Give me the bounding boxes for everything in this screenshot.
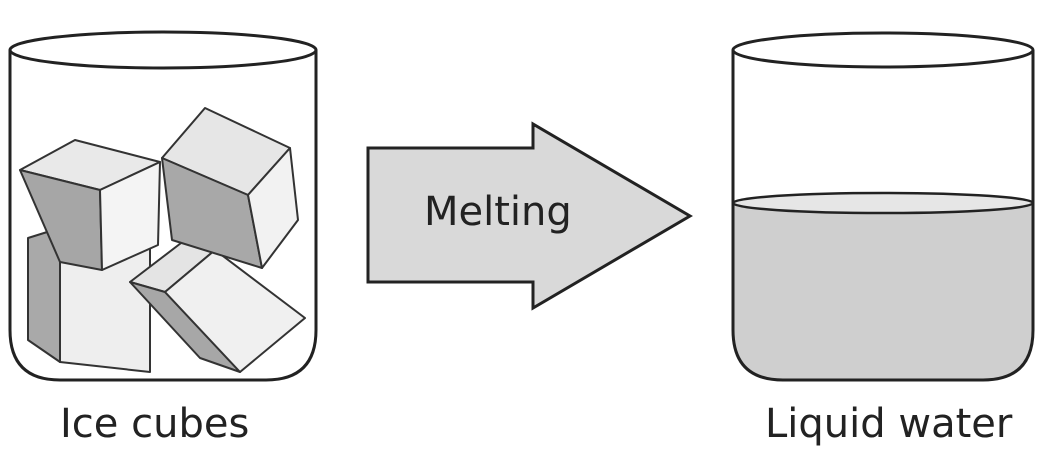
water-fill xyxy=(733,203,1033,380)
ice-beaker-wall xyxy=(8,50,318,382)
ice-beaker xyxy=(8,30,318,382)
arrow-shape xyxy=(366,121,693,311)
ice-cube xyxy=(161,107,299,269)
water-beaker xyxy=(731,31,1035,382)
water-beaker-wall xyxy=(731,50,1035,382)
ice-cubes-caption: Ice cubes xyxy=(60,401,250,447)
ice-beaker-rim xyxy=(8,30,318,70)
ice-cubes xyxy=(19,107,306,373)
ice-cube xyxy=(129,239,306,373)
liquid-water-caption: Liquid water xyxy=(765,401,1013,447)
arrow-label: Melting xyxy=(424,189,572,235)
ice-cube xyxy=(19,139,161,271)
water-surface xyxy=(731,191,1035,215)
water-beaker-rim xyxy=(731,31,1035,69)
melting-arrow xyxy=(366,121,693,311)
